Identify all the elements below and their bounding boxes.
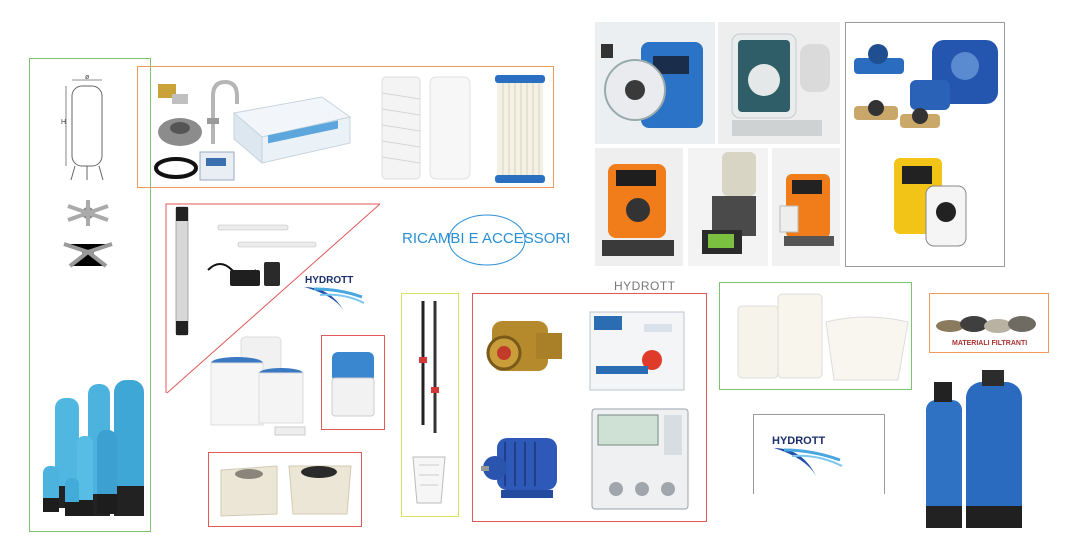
faucet-icon (207, 79, 239, 144)
hydrott-logo-bottom: HYDROTT (772, 435, 843, 476)
dosing-pump-small-icon (779, 174, 834, 246)
section-title: RICAMBI E ACCESSORI (402, 230, 571, 247)
vessel-drawing-icon: ø H (61, 74, 104, 181)
uv-sterilizer-icon (175, 206, 189, 336)
water-softener-icon (331, 352, 375, 417)
salt-tanks-icon (210, 336, 306, 436)
cartridge-string-wound (381, 76, 421, 180)
analyzer-panel-icon (591, 408, 689, 510)
controller-box-icon (199, 151, 235, 181)
dosing-tanks-frame (719, 282, 912, 390)
filters-frame (137, 66, 554, 188)
hydrott-logo-text: HYDROTT (305, 275, 353, 286)
logo-frame (753, 414, 885, 494)
softener-frame (321, 335, 385, 430)
cartridge-sediment (429, 76, 471, 180)
brass-pump-icon (486, 321, 562, 371)
dosing-pump-blue-icon (601, 42, 703, 128)
membrane-box-icon (232, 96, 352, 165)
pressure-vessels-frame (29, 58, 151, 532)
title-ellipse (448, 214, 526, 266)
pumps-frame (472, 293, 707, 522)
brine-tanks-icon (220, 465, 352, 517)
filter-media-frame (929, 293, 1049, 353)
brand-label: HYDROTT (610, 279, 680, 293)
uv-lamps-icon (217, 224, 317, 248)
level-probes-frame (401, 293, 459, 517)
distributor-icon (67, 200, 109, 226)
svg-text:ø: ø (85, 74, 90, 81)
collector-icon (63, 242, 113, 268)
uv-ballast-icon (207, 262, 280, 286)
cartridge-pleated (495, 75, 545, 183)
filter-media-label: MATERIALI FILTRANTI (952, 340, 1028, 347)
hydrott-logo-mid: HYDROTT (304, 275, 365, 311)
water-meters-icon (854, 40, 998, 128)
dosing-tanks-icon (737, 293, 909, 381)
level-probes-icon (412, 301, 446, 504)
industrial-filters-icon (926, 370, 1022, 528)
electric-motor-icon (481, 438, 557, 498)
motor-dosing-pump-icon (702, 152, 756, 254)
svg-text:H: H (61, 119, 66, 126)
hydrott-logo-text-bottom: HYDROTT (772, 435, 825, 447)
fiberglass-vessels (43, 380, 144, 516)
control-panel-icon (589, 311, 685, 391)
fittings-icon (154, 84, 202, 179)
brine-tank-frame (208, 452, 362, 527)
uv-triangle-frame (165, 203, 381, 394)
filter-media-piles-icon (936, 316, 1036, 333)
yellow-dosing-pump-icon (894, 158, 967, 247)
dosing-pump-grey-icon (731, 33, 830, 136)
meters-frame (845, 22, 1005, 267)
dosing-pump-orange-icon (602, 164, 674, 256)
